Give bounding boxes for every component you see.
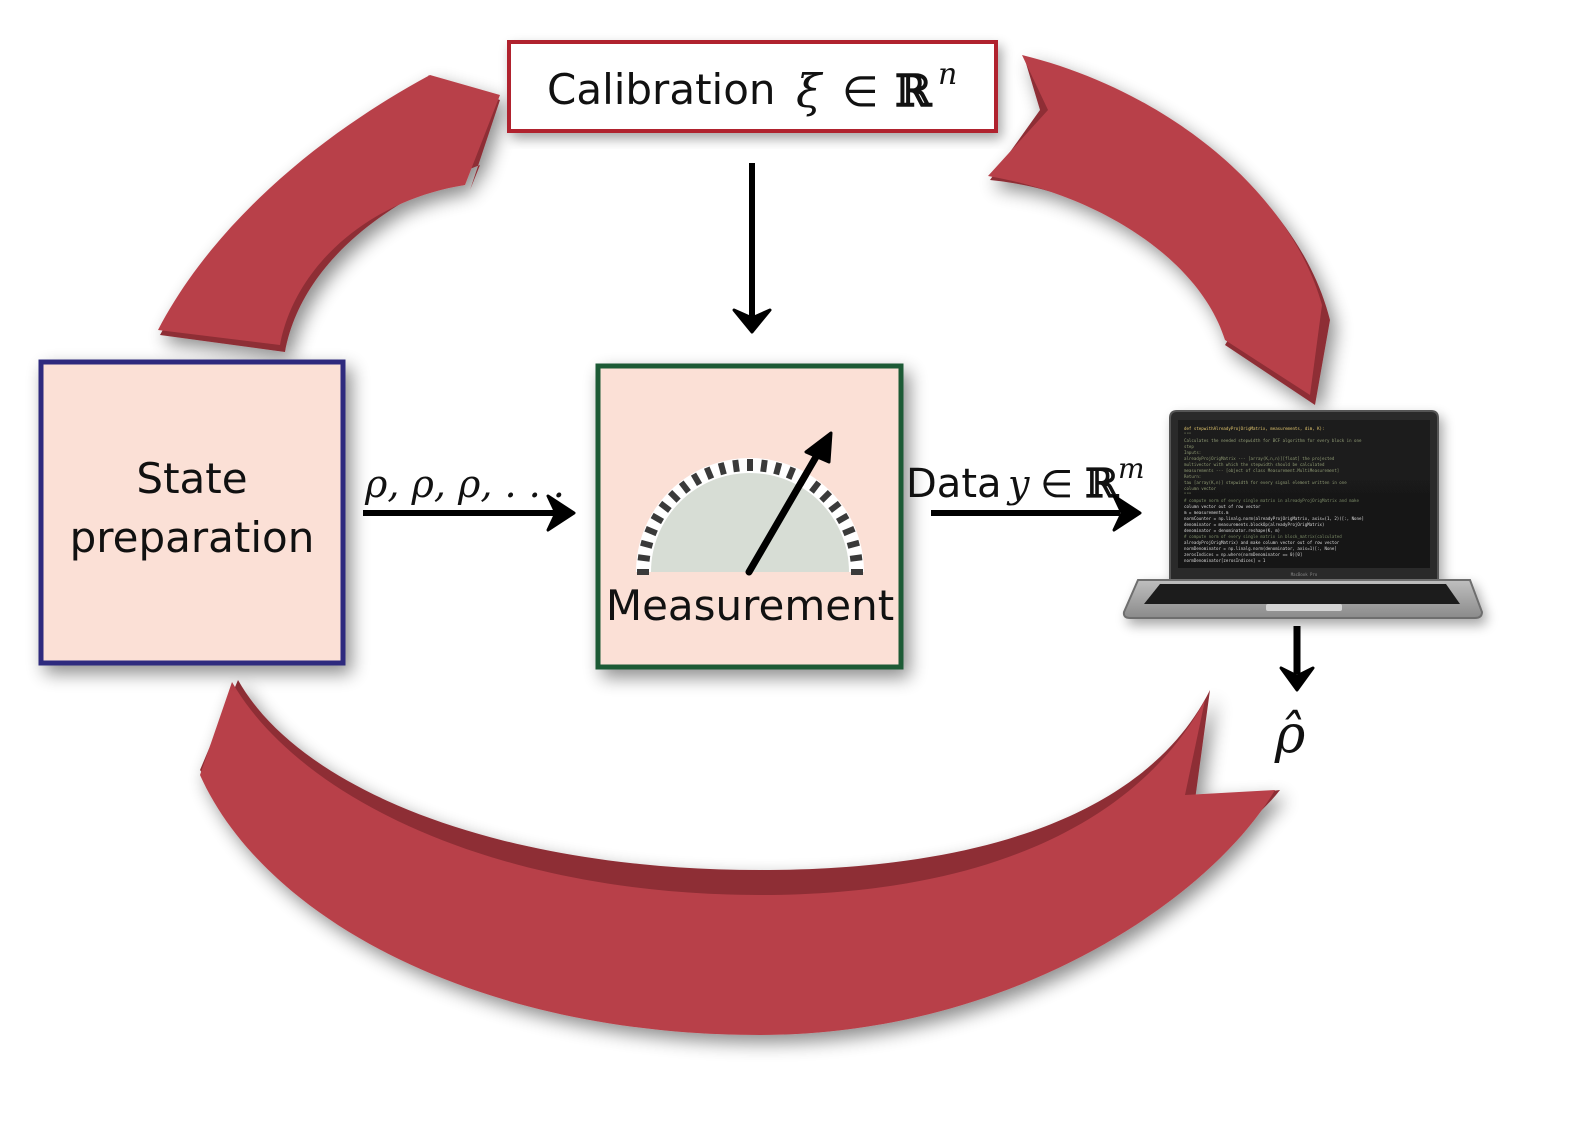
gauge-tick xyxy=(785,466,797,480)
cycle-arrow-top-right xyxy=(988,55,1330,405)
gauge-tick xyxy=(678,480,691,494)
code-line: Return: xyxy=(1184,474,1201,479)
gauge-tick xyxy=(703,466,715,480)
gauge-tick xyxy=(819,489,833,503)
estimate-symbol: ρ̂ xyxy=(1274,705,1306,765)
code-line: """ xyxy=(1184,432,1191,437)
code-line: alreadyProjOrigMatrix --- [array(K,n,n)]… xyxy=(1184,456,1335,461)
data-var: y xyxy=(1006,462,1030,506)
state-preparation-box xyxy=(38,359,346,666)
calibration-box-frame xyxy=(507,40,998,133)
code-line: Inputs: xyxy=(1184,450,1201,455)
gauge-tick xyxy=(828,500,842,513)
code-line: column vector xyxy=(1184,486,1217,491)
calibration-xi: ξ xyxy=(796,64,824,118)
code-line: step xyxy=(1184,444,1194,449)
code-line: Calculates the needed stepwidth for BCF … xyxy=(1184,438,1362,443)
code-line: def stepwithAlreadyProjOrigMatrix, measu… xyxy=(1184,426,1325,431)
cycle-arrow-bottom xyxy=(200,680,1280,1035)
data-exponent: m xyxy=(1118,452,1145,485)
gauge-tick xyxy=(667,489,681,503)
measurement-frame xyxy=(595,363,904,670)
calibration-in: ∈ xyxy=(842,67,879,116)
calibration-space: ℝ xyxy=(895,66,933,117)
calibration-exponent: n xyxy=(938,57,957,92)
gauge-tick xyxy=(842,525,856,537)
gauge-tick xyxy=(690,472,703,487)
code-line: measurements --- [object of class Measur… xyxy=(1184,468,1339,473)
state-preparation-line1: State xyxy=(136,454,247,503)
gauge-tick xyxy=(658,500,672,513)
gauge-tick xyxy=(640,539,654,549)
laptop-screen xyxy=(1178,420,1430,568)
laptop-to-estimate-arrow xyxy=(1279,626,1315,692)
laptop-icon: def stepwithAlreadyProjOrigMatrix, measu… xyxy=(1122,410,1484,619)
code-line: denominator = denominator.reshape(K, m) xyxy=(1184,528,1280,533)
code-line: normCounter = np.linalg.norm(alreadyProj… xyxy=(1184,516,1364,521)
gauge-tick xyxy=(846,539,860,549)
data-word: Data xyxy=(906,461,1002,507)
code-line: # compute norm of every single matrix in… xyxy=(1184,498,1360,503)
code-line: normDenominator[zerosIndices] = 1 xyxy=(1184,558,1266,563)
code-line: normDenominator = np.linalg.norm(denomin… xyxy=(1184,546,1337,551)
calibration-to-measurement-arrow xyxy=(732,163,772,334)
gauge-tick xyxy=(644,525,658,537)
calibration-label: Calibration xyxy=(547,65,776,114)
calibration-box xyxy=(507,40,998,133)
gauge-tick xyxy=(849,554,863,562)
code-line: denominator = measurements.blockOp(alrea… xyxy=(1184,522,1325,527)
code-line: # compute norm of every single matrix in… xyxy=(1184,534,1342,539)
code-line: m = measurements.m xyxy=(1184,510,1229,515)
code-line: """ xyxy=(1184,492,1191,497)
measurement-to-laptop-arrow xyxy=(931,494,1142,532)
data-in: ∈ xyxy=(1040,462,1073,506)
gauge-tick xyxy=(717,462,727,476)
code-line: column vector out of row vector xyxy=(1184,504,1261,509)
code-line: alreadyProjOrigMatrix) and make column v… xyxy=(1184,540,1340,545)
code-line: multivector with which the stepwidth sho… xyxy=(1184,462,1325,467)
state-preparation-line2: preparation xyxy=(70,513,315,562)
gauge-tick xyxy=(650,512,665,525)
measurement-label: Measurement xyxy=(606,581,894,630)
states-to-measurement-arrow xyxy=(363,494,576,532)
cycle-arrow-top-left xyxy=(158,75,500,352)
code-line: tau [array(K,n)] stepwidth for every sig… xyxy=(1184,480,1347,485)
states-arrow-label: ρ, ρ, ρ, . . . xyxy=(364,462,565,506)
measurement-box xyxy=(595,363,904,670)
gauge-tick xyxy=(773,462,783,476)
gauge-tick xyxy=(732,459,740,473)
gauge-tick xyxy=(835,512,850,525)
code-line: zerosIndices = np.where(normDenominator … xyxy=(1184,552,1302,557)
gauge-tick xyxy=(637,554,651,562)
laptop-brand: MacBook Pro xyxy=(1291,572,1318,577)
gauge-icon xyxy=(636,431,864,576)
gauge-tick xyxy=(809,480,822,494)
gauge-tick xyxy=(760,459,768,473)
state-preparation-frame xyxy=(38,359,346,666)
